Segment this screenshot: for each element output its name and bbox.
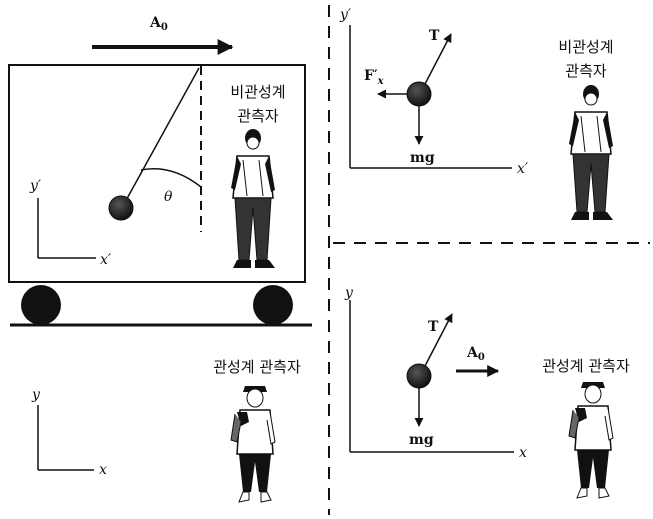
noninertial-observer-label-line1: 비관성계 — [230, 83, 285, 101]
tension-vector — [424, 33, 452, 85]
noninertial-observer-label-right-line2: 관측자 — [565, 62, 607, 80]
noninertial-fbd: T F′x mg — [364, 28, 452, 166]
weight-label: mg — [410, 150, 435, 166]
fbd-bob-inertial — [406, 363, 432, 389]
pendulum: θ — [108, 66, 202, 232]
inertial-fbd-axes: y x — [344, 285, 527, 461]
theta-label: θ — [164, 189, 173, 205]
x-prime-axis-label-fbd: x′ — [517, 161, 529, 177]
x-axis-label-left: x — [99, 462, 107, 478]
accel-label: A0 — [149, 15, 168, 33]
noninertial-fbd-axes: y′ x′ — [339, 7, 529, 177]
accel-label-inertial: A0 — [466, 345, 485, 363]
weight-label-inertial: mg — [409, 432, 434, 448]
cart-wheel-left — [21, 285, 61, 325]
y-prime-axis-label: y′ — [29, 178, 42, 194]
fbd-bob — [406, 81, 432, 107]
tension-label: T — [429, 28, 440, 44]
cart — [8, 64, 312, 327]
noninertial-observer-figure-right — [569, 85, 613, 220]
noninertial-observer-label-line2: 관측자 — [237, 107, 279, 125]
panel-dividers — [328, 5, 650, 515]
x-prime-axis-label: x′ — [100, 252, 112, 268]
inertial-fbd: T A0 mg — [406, 313, 500, 448]
inertial-observer-label-left: 관성계 관측자 — [213, 358, 301, 376]
y-axis-label-left: y — [31, 387, 41, 403]
inertial-observer-label-right: 관성계 관측자 — [542, 357, 630, 375]
y-axis-label-fbd: y — [344, 285, 354, 301]
cart-wheel-right — [253, 285, 293, 325]
inertial-observer-figure-left — [230, 386, 276, 503]
tension-vector-inertial — [424, 313, 453, 367]
y-prime-axis-label-fbd: y′ — [339, 7, 352, 23]
noninertial-observer-figure — [231, 129, 275, 268]
inertial-axes-left: y x — [31, 387, 107, 478]
fictitious-force-label: F′x — [364, 68, 385, 87]
tension-label-inertial: T — [428, 319, 439, 335]
pendulum-string — [123, 67, 200, 205]
inertial-observer-figure-right — [568, 382, 614, 499]
noninertial-observer-label-right-line1: 비관성계 — [558, 38, 613, 56]
pendulum-bob — [108, 195, 134, 221]
angle-arc — [140, 168, 202, 188]
cart-axes: y′ x′ — [29, 178, 112, 268]
x-axis-label-fbd: x — [519, 445, 527, 461]
